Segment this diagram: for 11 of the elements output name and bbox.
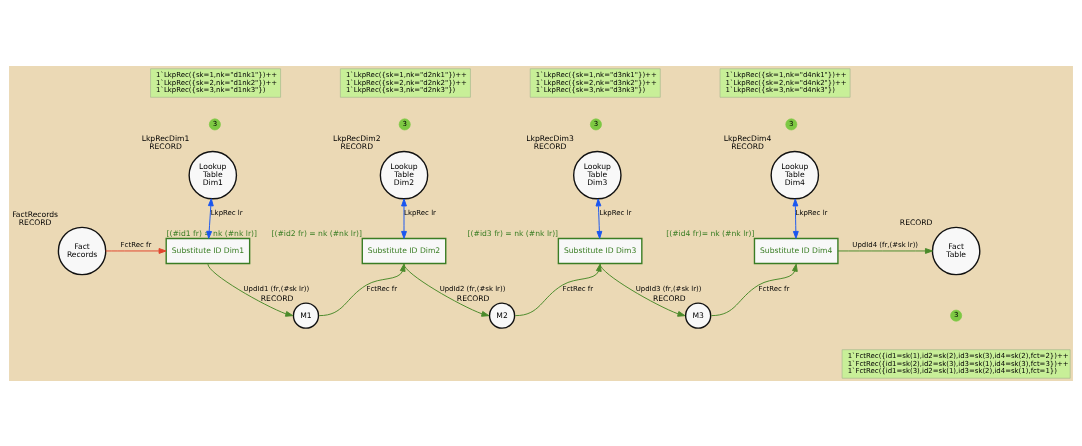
arrow <box>105 247 167 254</box>
arrow <box>599 263 686 317</box>
arrow <box>792 198 799 239</box>
arrow <box>595 198 603 239</box>
arrow <box>207 263 294 317</box>
arrow <box>837 247 933 254</box>
arrow <box>318 263 406 316</box>
arrow <box>514 263 602 316</box>
arrow <box>401 198 407 239</box>
arrow <box>206 197 214 239</box>
arrow <box>710 263 798 316</box>
